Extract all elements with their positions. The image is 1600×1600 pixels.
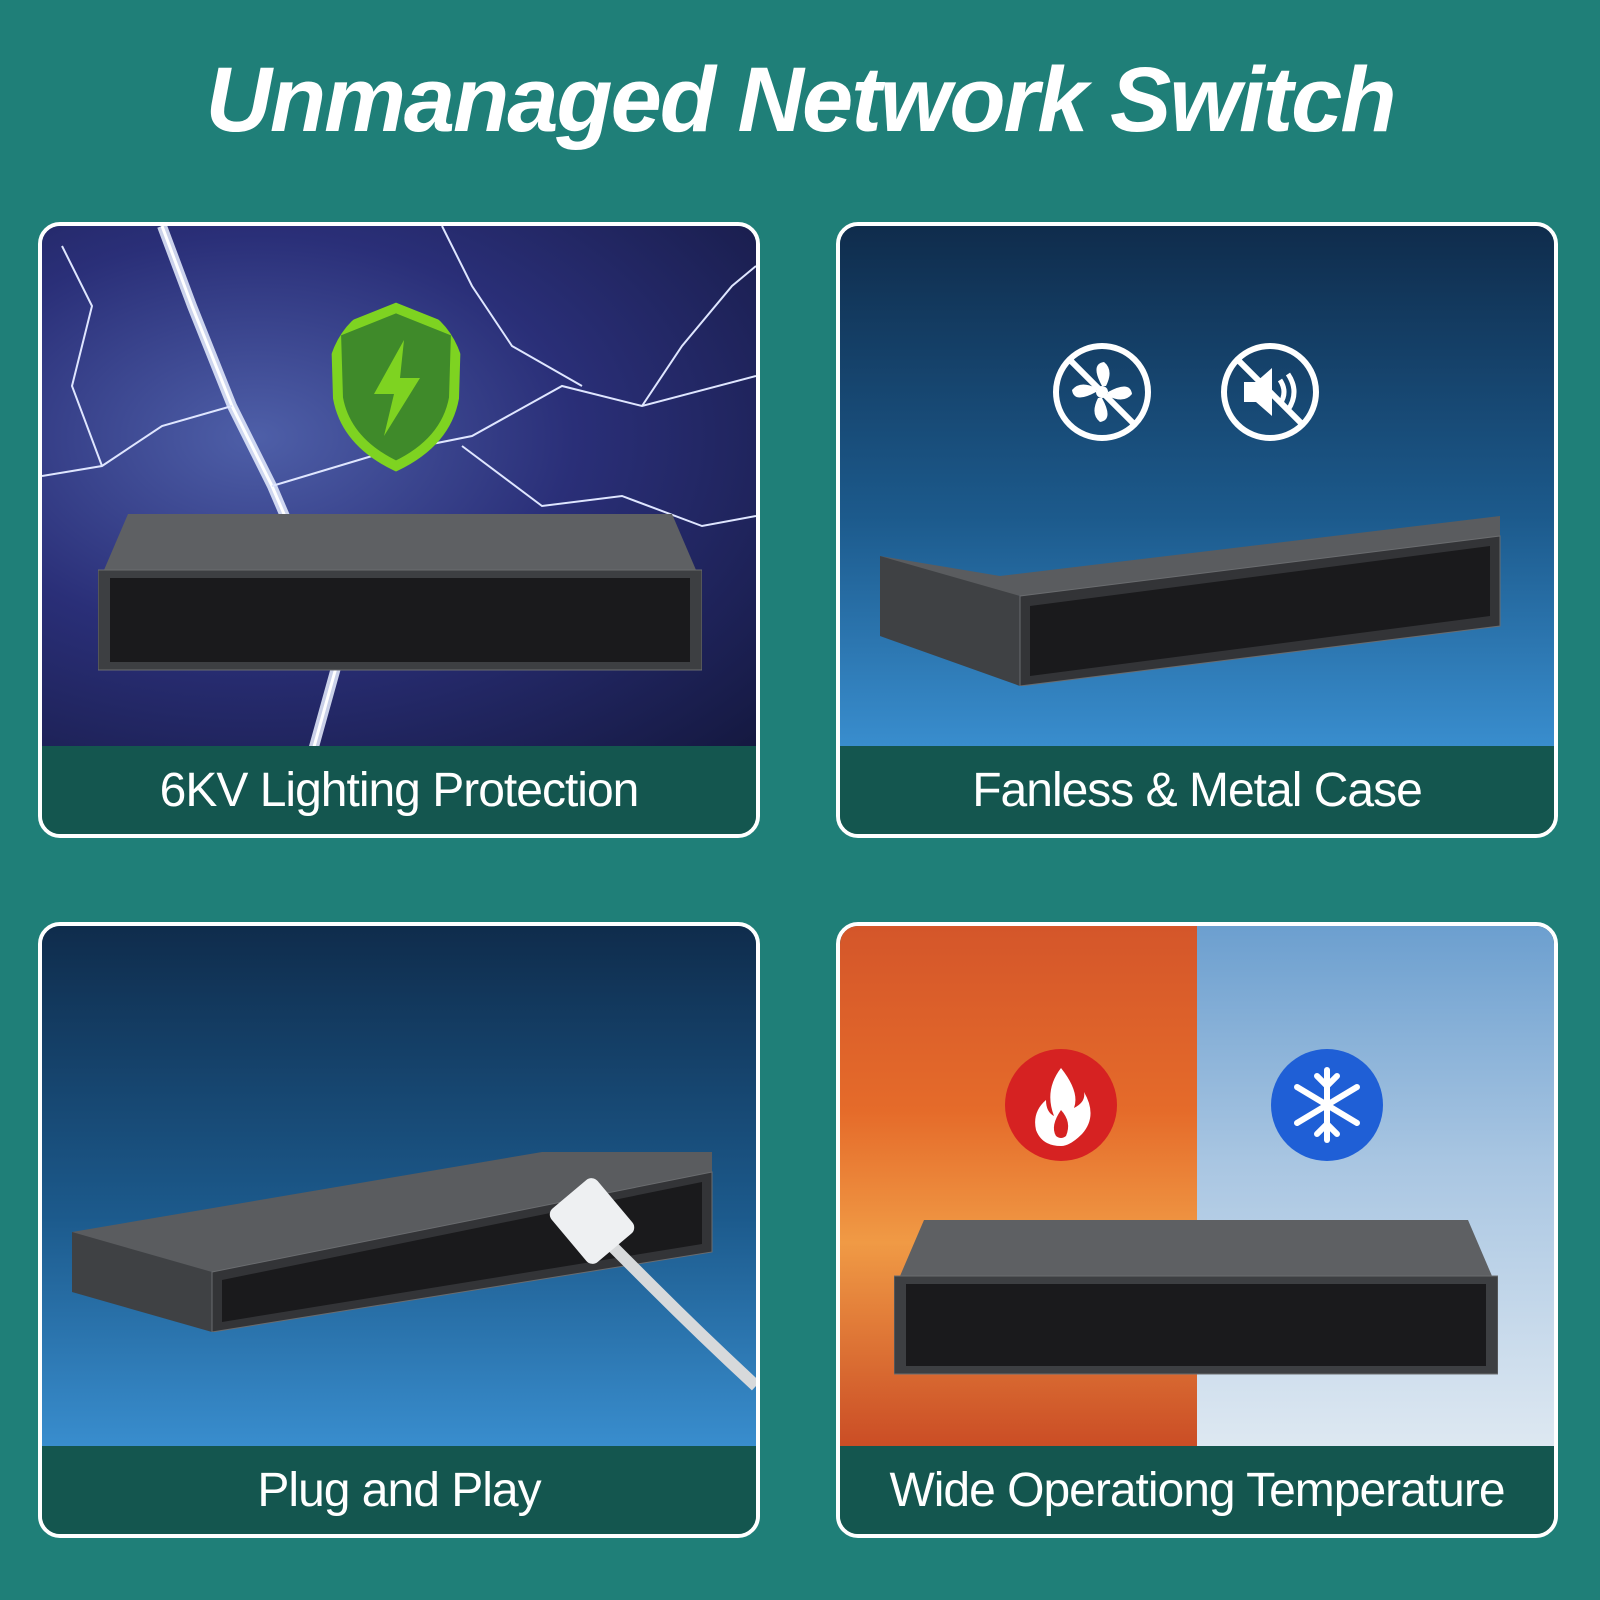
- snowflake-icon: [1271, 1049, 1383, 1161]
- plug-scene: [42, 926, 756, 1454]
- feature-caption: Wide Operationg Temperature: [840, 1446, 1554, 1534]
- network-switch: [98, 514, 702, 671]
- ethernet-cable-icon: [549, 1178, 756, 1391]
- feature-caption: Plug and Play: [42, 1446, 756, 1534]
- temperature-scene: [840, 926, 1554, 1454]
- fire-icon: [1005, 1049, 1117, 1161]
- network-switch: [894, 1220, 1498, 1375]
- feature-card-fanless: Fanless & Metal Case: [836, 222, 1558, 838]
- feature-card-plug-and-play: Plug and Play: [38, 922, 760, 1538]
- feature-card-lightning: 6KV Lighting Protection: [38, 222, 760, 838]
- network-switch: [72, 1152, 713, 1332]
- feature-caption: 6KV Lighting Protection: [42, 746, 756, 834]
- network-switch: [880, 516, 1501, 686]
- feature-card-temperature: Wide Operationg Temperature: [836, 922, 1558, 1538]
- lightning-shield-icon: [330, 302, 462, 472]
- feature-caption: Fanless & Metal Case: [840, 746, 1554, 834]
- lightning-scene: [42, 226, 756, 754]
- no-fan-icon: [1053, 343, 1151, 441]
- page-title: Unmanaged Network Switch: [205, 49, 1396, 151]
- fanless-scene: [840, 226, 1554, 754]
- mute-icon: [1221, 343, 1319, 441]
